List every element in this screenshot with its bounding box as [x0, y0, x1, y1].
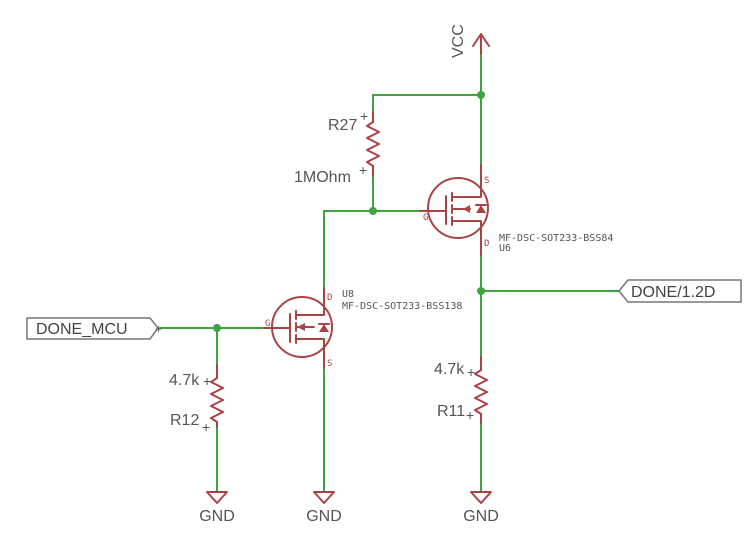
resistor-r11[interactable]: 4.7k + R11 +: [434, 356, 488, 424]
vcc-arrow-icon: [472, 33, 490, 47]
u6-pin-s: S: [484, 176, 489, 186]
r12-pin-marker-bottom: +: [202, 419, 210, 435]
r27-zigzag-icon: [366, 121, 380, 167]
r11-zigzag-icon: [474, 369, 488, 415]
u6-part-number: MF-DSC-SOT233-BSS84: [499, 233, 613, 244]
port-done-output[interactable]: DONE/1.2D: [618, 279, 742, 303]
u8-ref: U8: [342, 289, 354, 300]
u8-part-number: MF-DSC-SOT233-BSS138: [342, 301, 462, 312]
port-done-mcu-label: DONE_MCU: [36, 321, 128, 338]
port-done-mcu[interactable]: DONE_MCU +: [26, 317, 162, 340]
u6-source-lead: [451, 164, 482, 198]
ground-label: GND: [306, 508, 342, 525]
u8-pin-g: G: [265, 319, 270, 329]
port-done-mcu-box: [26, 317, 159, 340]
junction-vcc: [477, 91, 485, 99]
u6-ref: U6: [499, 243, 511, 254]
ground-icon: [470, 491, 492, 504]
mosfet-u6[interactable]: G S D MF-DSC-SOT233-BSS84 U6: [419, 164, 613, 256]
u8-pin-s: S: [327, 359, 332, 369]
junction-output: [477, 287, 485, 295]
mosfet-u8[interactable]: G D S U8 MF-DSC-SOT233-BSS138: [263, 287, 462, 369]
port-done-output-label: DONE/1.2D: [631, 284, 715, 301]
u6-drain-lead: [451, 220, 482, 256]
ground-symbol-r12[interactable]: GND: [199, 491, 235, 525]
r27-pin-marker-top: +: [360, 108, 368, 124]
junction-gate-node: [369, 207, 377, 215]
net-wires: [159, 51, 620, 493]
u8-pin-d: D: [327, 293, 332, 303]
u8-diode-icon: [319, 324, 329, 332]
u6-pin-d: D: [484, 239, 489, 249]
r11-pin-marker-bottom: +: [466, 407, 474, 423]
u8-drain-lead: [295, 287, 325, 316]
r27-name: R27: [328, 117, 357, 134]
u6-pin-g: G: [423, 213, 428, 223]
ground-label: GND: [463, 508, 499, 525]
r12-value: 4.7k: [169, 372, 200, 389]
junction-input: [213, 324, 221, 332]
u8-arrow-icon: [297, 323, 305, 331]
r27-pin-marker-bottom: +: [359, 162, 367, 178]
u6-arrow-icon: [463, 205, 470, 213]
u6-body-circle: [427, 177, 489, 239]
port-done-mcu-pin-marker: +: [155, 322, 162, 336]
vcc-supply-symbol[interactable]: VCC: [450, 24, 490, 58]
junctions: [213, 91, 485, 332]
r11-pin-marker-top: +: [467, 364, 475, 380]
r11-name: R11: [437, 403, 465, 420]
vcc-label: VCC: [450, 24, 467, 58]
r12-zigzag-icon: [210, 377, 224, 423]
ground-icon: [313, 491, 335, 504]
resistor-r27[interactable]: R27 + 1MOhm +: [294, 108, 380, 186]
ground-icon: [206, 491, 228, 504]
port-done-output-box: [618, 279, 742, 303]
r12-name: R12: [170, 412, 199, 429]
r12-pin-marker-top: +: [203, 373, 211, 389]
ground-label: GND: [199, 508, 235, 525]
r27-value: 1MOhm: [294, 169, 351, 186]
ground-symbol-u8[interactable]: GND: [306, 491, 342, 525]
u8-source-lead: [295, 338, 325, 369]
u6-diode-icon: [476, 205, 486, 213]
ground-symbol-r11[interactable]: GND: [463, 491, 499, 525]
resistor-r12[interactable]: 4.7k + R12 +: [169, 364, 224, 435]
r11-value: 4.7k: [434, 361, 465, 378]
